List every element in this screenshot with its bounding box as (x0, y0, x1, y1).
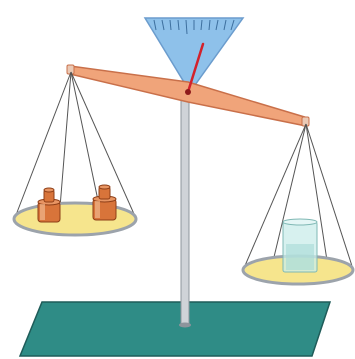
post-foot (179, 323, 191, 328)
left-pan (14, 203, 136, 235)
support-post (181, 88, 189, 326)
beaker (283, 219, 317, 272)
weight-2 (93, 185, 116, 220)
pivot-pin (185, 89, 191, 95)
base-plate (20, 302, 330, 356)
weight-1 (38, 188, 60, 222)
